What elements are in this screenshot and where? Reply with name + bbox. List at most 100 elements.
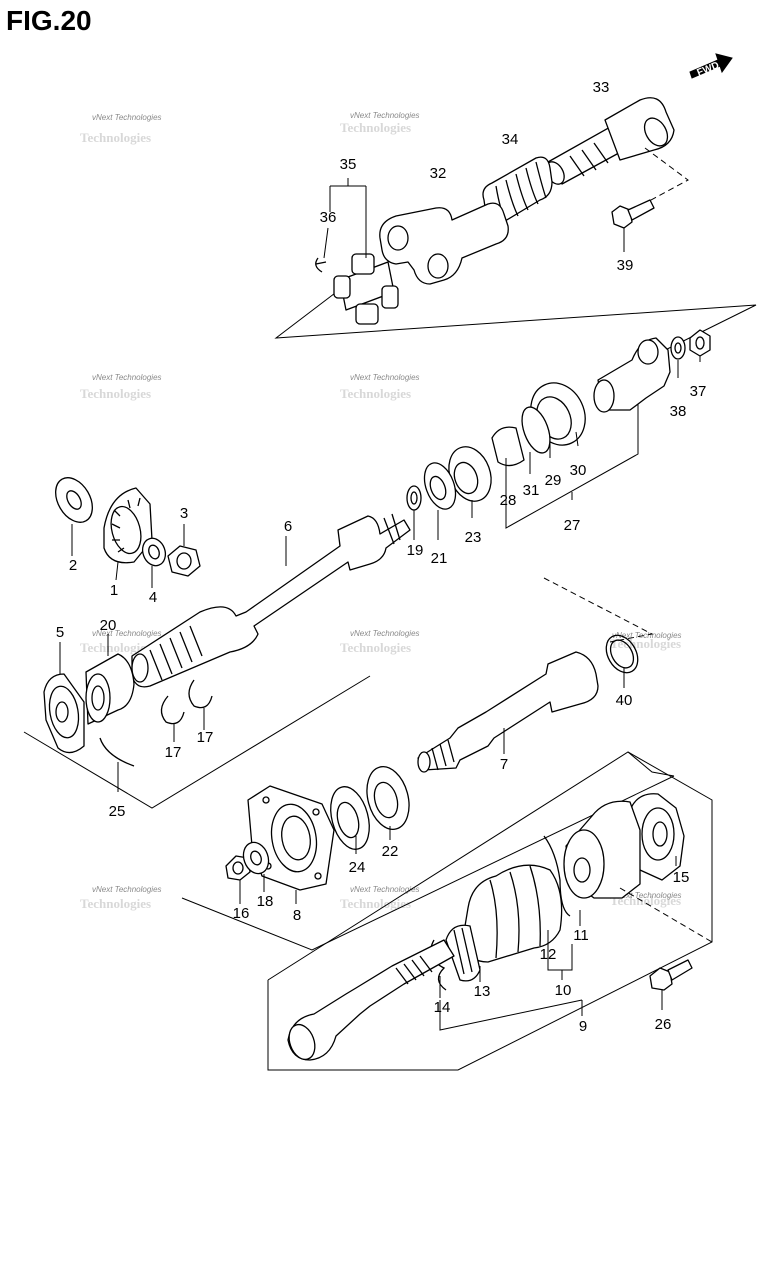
svg-text:Technologies: Technologies <box>80 386 151 401</box>
part-33-yoke-shaft <box>545 97 675 185</box>
callout-39: 39 <box>617 257 634 274</box>
part-39-bolt <box>611 199 655 229</box>
svg-text:vNext Technologies: vNext Technologies <box>92 373 162 382</box>
watermark: Technologies vNext Technologies <box>80 113 162 145</box>
part-8-housing <box>247 785 335 891</box>
callout-17b: 17 <box>197 729 214 746</box>
callout-11: 11 <box>573 927 589 944</box>
watermark: Technologies vNext Technologies <box>80 629 162 655</box>
callout-28: 28 <box>500 492 517 509</box>
callout-6: 6 <box>284 518 292 535</box>
part-25-retaining-clip <box>99 737 135 767</box>
callout-10: 10 <box>555 982 572 999</box>
callout-4: 4 <box>149 589 157 606</box>
callout-36: 36 <box>320 209 337 226</box>
callout-33: 33 <box>593 79 610 96</box>
callout-37: 37 <box>690 383 707 400</box>
callout-16: 16 <box>233 905 250 922</box>
part-17-circlip-b <box>188 679 213 709</box>
part-29-spacer <box>521 406 551 454</box>
part-17-circlip-a <box>160 695 185 725</box>
svg-text:Technologies: Technologies <box>610 893 681 908</box>
callout-40: 40 <box>616 692 633 709</box>
part-19-washer <box>406 485 422 511</box>
part-3-nut <box>167 545 201 577</box>
part-4-washer <box>141 537 167 567</box>
svg-text:vNext Technologies: vNext Technologies <box>612 631 682 640</box>
callout-29: 29 <box>545 472 562 489</box>
svg-text:vNext Technologies: vNext Technologies <box>350 111 420 120</box>
callout-13: 13 <box>474 983 491 1000</box>
part-27-flange-yoke <box>593 337 671 413</box>
callout-35: 35 <box>340 156 357 173</box>
part-7-output-shaft <box>417 651 599 773</box>
callout-22: 22 <box>382 843 399 860</box>
svg-text:Technologies: Technologies <box>80 130 151 145</box>
part-37-nut <box>689 329 711 357</box>
callout-17a: 17 <box>165 744 182 761</box>
callout-32: 32 <box>430 165 447 182</box>
part-36-snap-ring <box>315 257 327 273</box>
part-18-washer <box>242 841 270 875</box>
callout-numbers: 1 2 3 4 5 6 7 8 9 10 11 12 13 14 15 16 1… <box>56 79 707 1035</box>
watermark: Technologies vNext Technologies <box>340 373 420 401</box>
part-20-bearing <box>85 653 135 725</box>
part-28-bearing-ring <box>491 426 525 467</box>
callout-30: 30 <box>570 462 587 479</box>
callout-24: 24 <box>349 859 366 876</box>
svg-text:vNext Technologies: vNext Technologies <box>350 373 420 382</box>
callout-26: 26 <box>655 1016 672 1033</box>
callout-38: 38 <box>670 403 687 420</box>
svg-text:Technologies: Technologies <box>80 640 151 655</box>
callout-20: 20 <box>100 617 117 634</box>
watermark-group: Technologies vNext Technologies Technolog… <box>80 111 682 911</box>
svg-text:vNext Technologies: vNext Technologies <box>350 629 420 638</box>
callout-2: 2 <box>69 557 77 574</box>
part-35-universal-joint <box>333 253 399 325</box>
callout-9: 9 <box>579 1018 587 1035</box>
part-11-snap-ring <box>543 835 571 917</box>
part-38-washer <box>670 336 686 360</box>
part-15-flange <box>629 793 685 881</box>
callout-5: 5 <box>56 624 64 641</box>
callout-25: 25 <box>109 803 126 820</box>
part-23-bearing <box>448 446 492 502</box>
part-1-bevel-gear <box>103 487 153 564</box>
section-outline-housing <box>181 775 675 951</box>
callout-15: 15 <box>673 869 690 886</box>
svg-text:vNext Technologies: vNext Technologies <box>92 629 162 638</box>
callout-31: 31 <box>523 482 540 499</box>
svg-text:vNext Technologies: vNext Technologies <box>350 885 420 894</box>
part-6-drive-shaft <box>131 513 411 688</box>
part-21-bearing <box>423 462 457 510</box>
part-22-bearing <box>366 766 410 830</box>
section-outline-pinion <box>23 675 371 809</box>
part-5-pinion-gear <box>43 673 85 754</box>
section-outline-rear <box>267 751 713 1071</box>
callout-3: 3 <box>180 505 188 522</box>
callout-8: 8 <box>293 907 301 924</box>
part-40-snap-ring <box>605 634 639 674</box>
svg-text:vNext Technologies: vNext Technologies <box>92 885 162 894</box>
callout-7: 7 <box>500 756 508 773</box>
svg-text:Technologies: Technologies <box>340 386 411 401</box>
part-26-bolt <box>649 959 693 991</box>
svg-text:vNext Technologies: vNext Technologies <box>92 113 162 122</box>
svg-text:Technologies: Technologies <box>340 896 411 911</box>
fwd-label: FWD <box>696 60 721 79</box>
fwd-arrow-icon: FWD <box>689 53 733 79</box>
part-12-boot <box>461 864 563 963</box>
watermark: Technologies vNext Technologies <box>80 373 162 401</box>
figure-title: FIG.20 <box>6 5 92 36</box>
part-10-cv-joint-housing <box>563 800 641 899</box>
callout-18: 18 <box>257 893 274 910</box>
callout-21: 21 <box>431 550 448 567</box>
callout-34: 34 <box>502 131 519 148</box>
part-2-shim <box>55 477 93 523</box>
callout-27: 27 <box>564 517 581 534</box>
part-32-slip-yoke <box>379 202 509 285</box>
